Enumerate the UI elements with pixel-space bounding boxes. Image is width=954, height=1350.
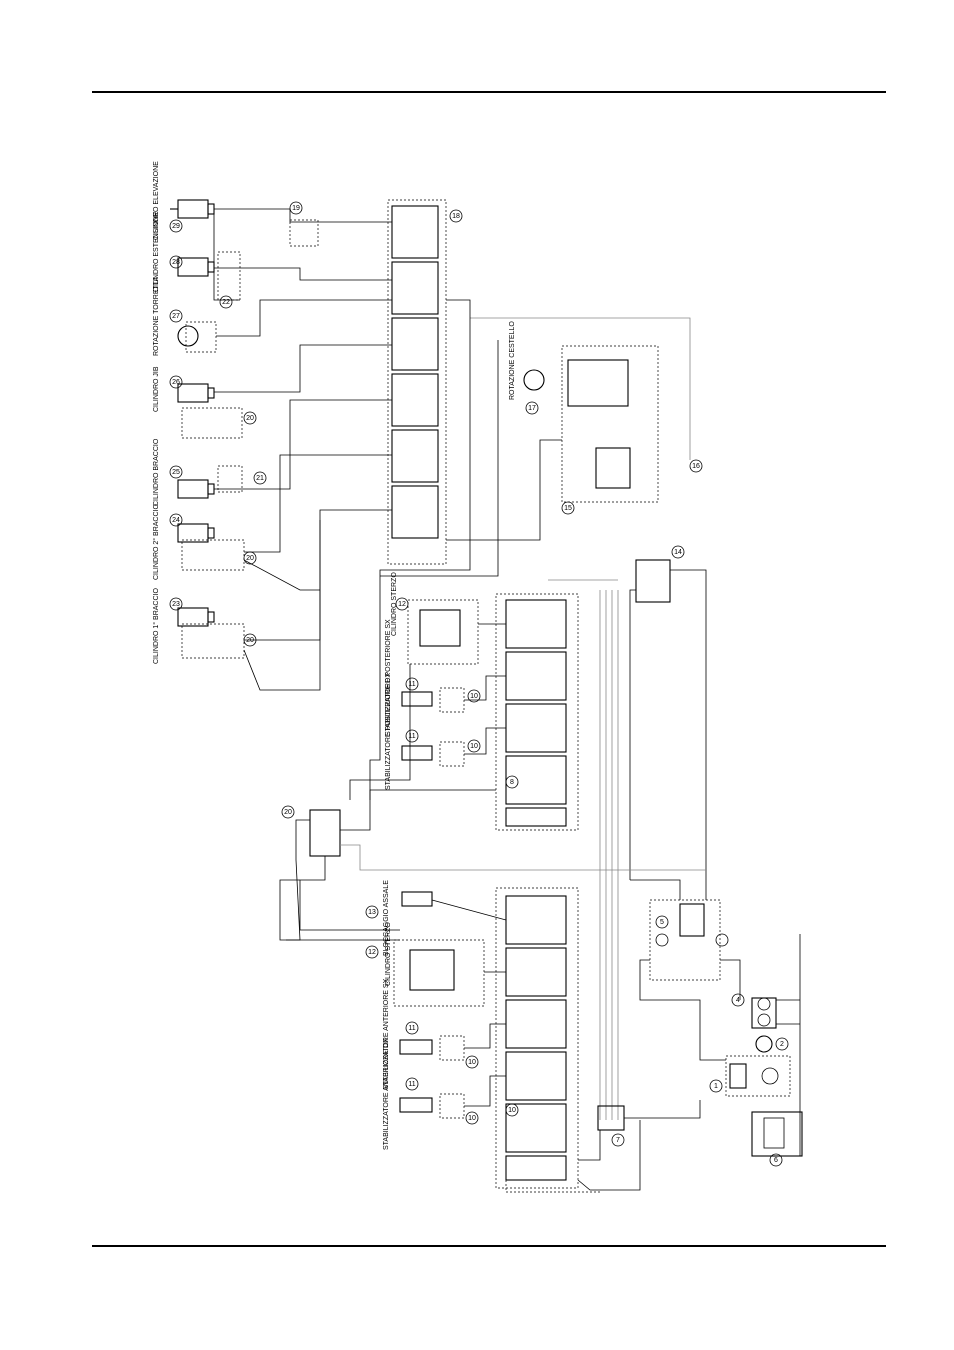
callout-11-low-a: 11 <box>408 1025 415 1032</box>
label-12-low: CILINDRO STERZO <box>385 922 392 986</box>
label-24: CILINDRO 2° BRACCIO <box>152 504 160 580</box>
label-26: CILINDRO JIB <box>153 366 160 412</box>
cylinder-23 <box>169 597 245 659</box>
label-11-low-b: STABILIZZATORE ANTERIORE DX <box>383 1038 390 1150</box>
callout-19: 19 <box>292 205 300 212</box>
callout-16: 16 <box>692 463 700 470</box>
callout-12-low: 12 <box>368 949 376 956</box>
callout-12-mid: 12 <box>398 601 406 608</box>
callout-6: 6 <box>774 1157 778 1164</box>
cylinder-24 <box>169 513 245 571</box>
callout-23: 23 <box>172 601 180 608</box>
aux-valves-top: 19 22 20 21 20 20 <box>219 201 319 647</box>
valve-bank-18: 18 <box>213 199 463 691</box>
label-12-mid: CILINDRO STERZO <box>391 572 398 636</box>
label-11-mid-a: STABILIZZATORE POSTERIORE SX <box>385 619 392 736</box>
callout-11-mid-b: 11 <box>408 733 415 740</box>
callout-20-mid: 20 <box>284 809 292 816</box>
label-13: BLOCCAGGIO ASSALE <box>383 880 390 956</box>
label-29: CILINDRO ELEVAZIONE <box>153 161 160 240</box>
callout-13: 13 <box>368 909 376 916</box>
callout-17: 17 <box>528 405 536 412</box>
callout-11-mid-a: 11 <box>408 681 415 688</box>
right-block: 17 ROTAZIONE CESTELLO 15 16 <box>380 317 703 577</box>
label-28: CILINDRO ESTENSIONE <box>153 211 160 292</box>
valve-bank-9: 8 12 CILINDRO STERZO 11 10 STABILIZZATOR… <box>385 572 579 831</box>
callout-18: 18 <box>452 213 460 220</box>
power-unit: 5 4 2 1 6 7 <box>577 879 803 1191</box>
distributor-20: 20 <box>281 664 706 941</box>
label-27: ROTAZIONE TORRETTA <box>153 276 160 356</box>
bottom-rule <box>92 1245 886 1247</box>
callout-5: 5 <box>660 919 664 926</box>
return-lines <box>279 299 600 1193</box>
callout-7: 7 <box>616 1137 620 1144</box>
callout-11-low-b: 11 <box>408 1081 415 1088</box>
callout-10-low-a: 10 <box>468 1059 476 1066</box>
label-11-mid-b: STABILIZZATORE POSTERIORE DX <box>385 673 392 790</box>
cylinder-28 <box>169 251 241 301</box>
top-labels: CILINDRO ELEVAZIONE CILINDRO ESTENSIONE … <box>152 161 160 664</box>
callout-29: 29 <box>172 223 180 230</box>
top-callouts: 29 28 27 26 25 24 23 <box>172 223 180 608</box>
valve-bank-8: 10 13 BLOCCAGGIO ASSALE 12 CILINDRO STER… <box>365 880 579 1189</box>
cylinder-26 <box>169 375 243 439</box>
callout-20a: 20 <box>246 415 254 422</box>
top-cylinder-row <box>169 199 245 659</box>
callout-4: 4 <box>736 997 740 1004</box>
callout-24: 24 <box>172 517 180 524</box>
callout-20c: 20 <box>246 637 254 644</box>
callout-28: 28 <box>172 259 180 266</box>
callout-8: 10 <box>508 1107 516 1114</box>
callout-14: 14 <box>674 549 682 556</box>
callout-15: 15 <box>564 505 572 512</box>
callout-27: 27 <box>172 313 180 320</box>
callout-21: 21 <box>256 475 264 482</box>
callout-25: 25 <box>172 469 180 476</box>
rotation-27 <box>169 309 217 353</box>
label-23: CILINDRO 1° BRACCIO <box>152 588 160 664</box>
label-25: CILINDRO BRACCIO <box>153 438 160 506</box>
callout-26: 26 <box>172 379 180 386</box>
label-17: ROTAZIONE CESTELLO <box>509 321 516 400</box>
callout-10-low-b: 10 <box>468 1115 476 1122</box>
grey-trunk <box>548 579 619 1120</box>
callout-9: 8 <box>510 779 514 786</box>
top-rule <box>92 91 886 93</box>
callout-22: 22 <box>222 299 230 306</box>
callout-10-mid-b: 10 <box>470 743 478 750</box>
callout-2: 2 <box>780 1041 784 1048</box>
callout-10-mid-a: 10 <box>470 693 478 700</box>
label-11-low-a: STABILIZZATORE ANTERIORE SX <box>383 978 390 1090</box>
valve-14: 14 <box>629 545 707 880</box>
callout-1: 1 <box>714 1083 718 1090</box>
callout-20b: 20 <box>246 555 254 562</box>
cylinder-25 <box>169 465 243 499</box>
